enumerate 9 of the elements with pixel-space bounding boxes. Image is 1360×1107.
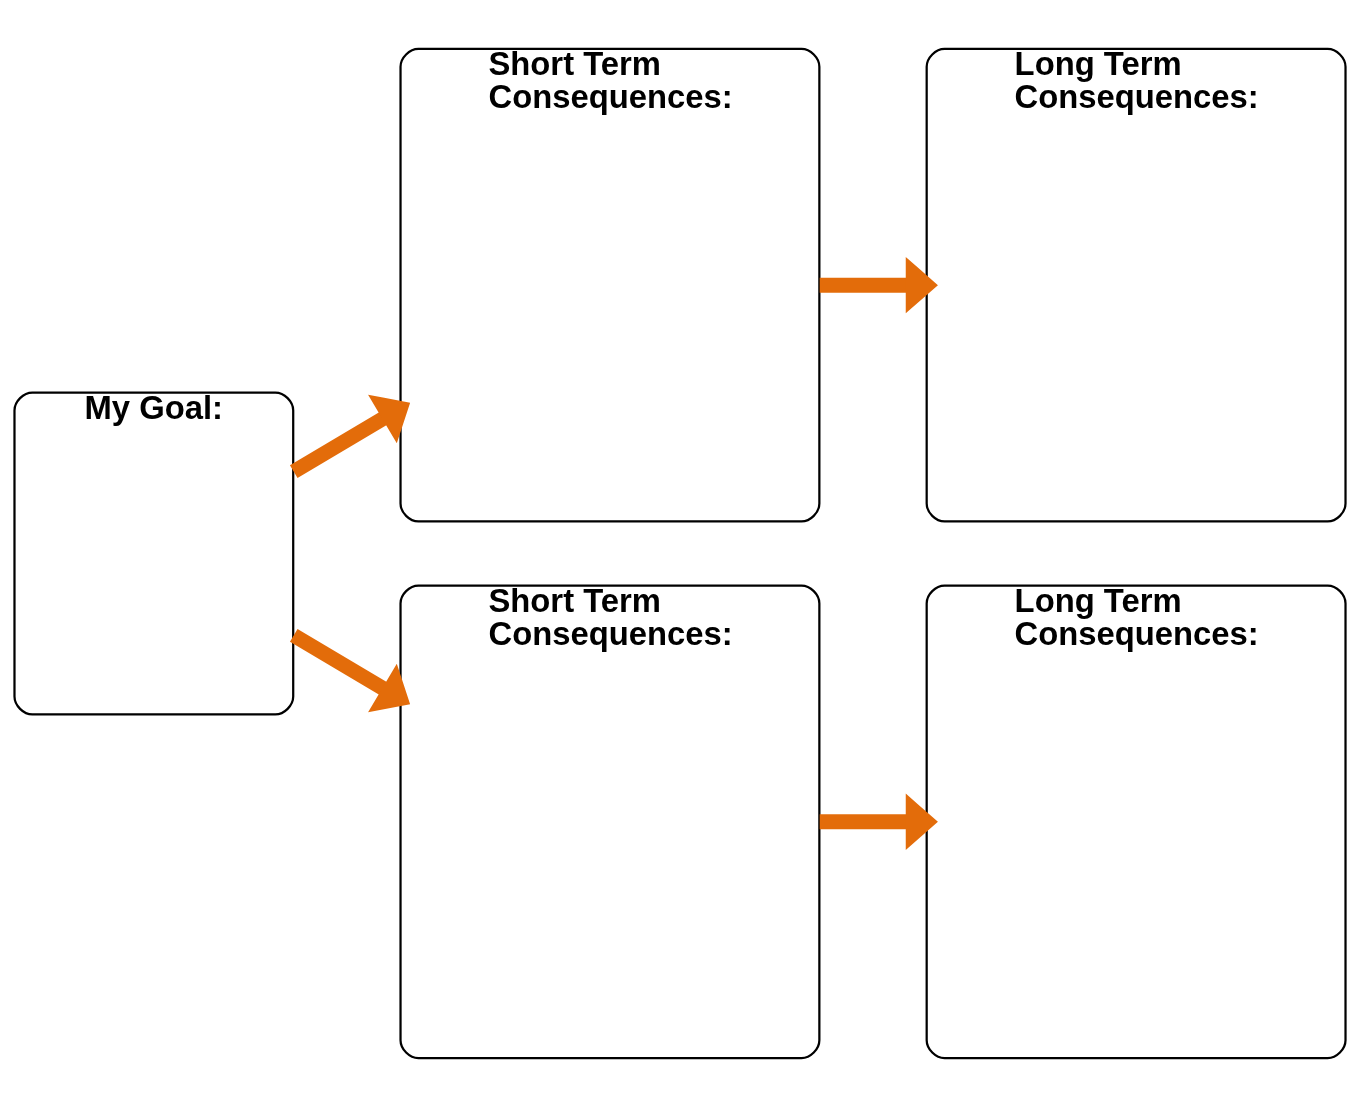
node-box: Long Term Consequences: <box>925 47 1347 523</box>
node-box: Short Term Consequences: <box>399 47 821 523</box>
node-box: Long Term Consequences: <box>925 584 1347 1060</box>
arrow <box>819 793 938 850</box>
node-box: My Goal: <box>13 391 295 716</box>
arrow <box>289 394 411 478</box>
node-box: Short Term Consequences: <box>399 584 821 1060</box>
arrow <box>819 257 938 314</box>
arrow <box>289 629 411 713</box>
